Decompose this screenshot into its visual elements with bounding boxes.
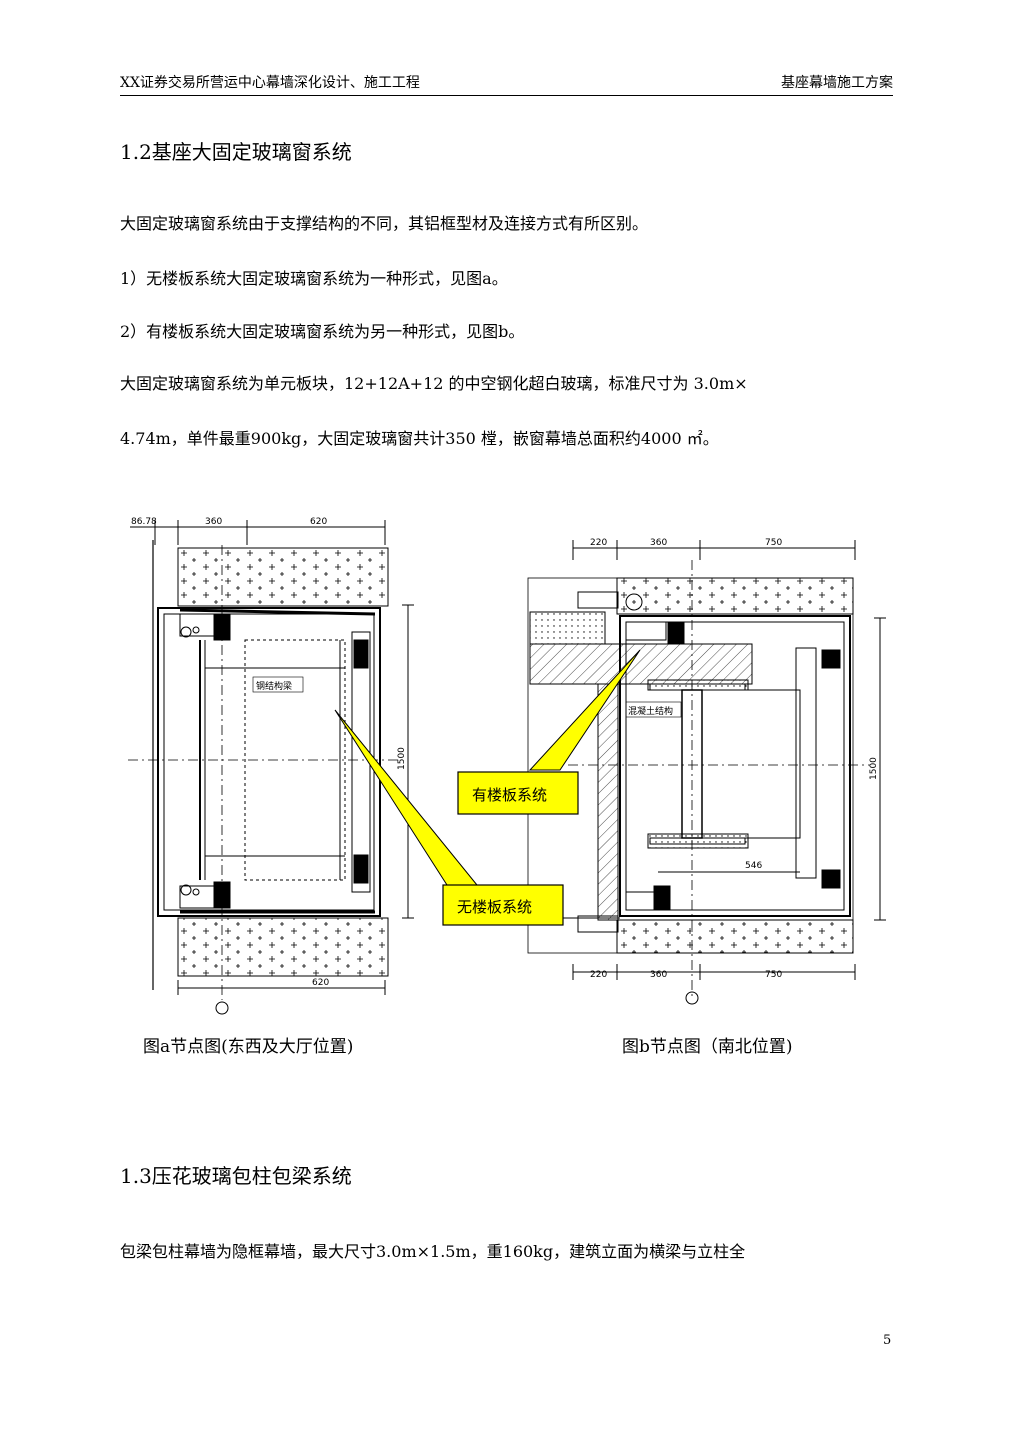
- dim-a-3: 620: [310, 517, 327, 527]
- dim-a-bottom: 620: [312, 978, 329, 988]
- page-number: 5: [883, 1333, 892, 1348]
- dim-a-2: 360: [205, 517, 222, 527]
- section-1-2-title: 1.2基座大固定玻璃窗系统: [120, 140, 352, 164]
- paragraph: 4.74m，单件最重900kg，大固定玻璃窗共计350 樘，嵌窗幕墙总面积约40…: [120, 429, 719, 448]
- dim-b-bottom-1: 220: [590, 970, 607, 980]
- callout-labels: 有楼板系统 无楼板系统: [457, 786, 547, 916]
- dim-b-2: 360: [650, 538, 667, 548]
- concrete-label: 混凝土结构: [628, 705, 673, 717]
- paragraph: 大固定玻璃窗系统由于支撑结构的不同，其铝框型材及连接方式有所区别。: [120, 214, 649, 233]
- dim-b-1: 220: [590, 538, 607, 548]
- dim-a-side: 1500: [397, 747, 407, 770]
- dim-b-side: 1500: [869, 757, 879, 780]
- paragraph: 包梁包柱幕墙为隐框幕墙，最大尺寸3.0m×1.5m，重160kg，建筑立面为横梁…: [120, 1242, 746, 1261]
- paragraph: 1）无楼板系统大固定玻璃窗系统为一种形式，见图a。: [120, 269, 508, 288]
- section-1-3-title: 1.3压花玻璃包柱包梁系统: [120, 1164, 352, 1188]
- figure-b-caption: 图b节点图（南北位置): [622, 1037, 793, 1057]
- dim-b-3: 750: [765, 538, 782, 548]
- header-right: 基座幕墙施工方案: [781, 75, 893, 91]
- figure-b: [527, 540, 886, 1005]
- dim-b-bottom-2: 360: [650, 970, 667, 980]
- figure-a-labels: 86.78 360 620 620 1500 钢结构梁: [131, 517, 407, 988]
- figure-a: [128, 520, 414, 1015]
- header-rule: [120, 95, 893, 96]
- node-detail-drawing: 86.78 360 620 620 1500 钢结构梁: [128, 517, 886, 1015]
- dim-b-inner: 546: [745, 861, 762, 871]
- steel-beam-label: 钢结构梁: [256, 680, 292, 692]
- header-left: XX证券交易所营运中心幕墙深化设计、施工工程: [120, 75, 420, 91]
- callout-floor-system: 有楼板系统: [472, 786, 547, 804]
- figure-a-caption: 图a节点图(东西及大厅位置): [143, 1037, 354, 1057]
- callouts: [334, 649, 641, 926]
- figure-b-labels: 220 360 750 220 360 750 546 1500 混凝土结构: [590, 538, 879, 980]
- paragraph: 2）有楼板系统大固定玻璃窗系统为另一种形式，见图b。: [120, 322, 525, 341]
- dim-a-1: 86.78: [131, 517, 157, 527]
- paragraph: 大固定玻璃窗系统为单元板块，12+12A+12 的中空钢化超白玻璃，标准尺寸为 …: [120, 374, 748, 393]
- callout-nofloor-system: 无楼板系统: [457, 898, 532, 916]
- dim-b-bottom-3: 750: [765, 970, 782, 980]
